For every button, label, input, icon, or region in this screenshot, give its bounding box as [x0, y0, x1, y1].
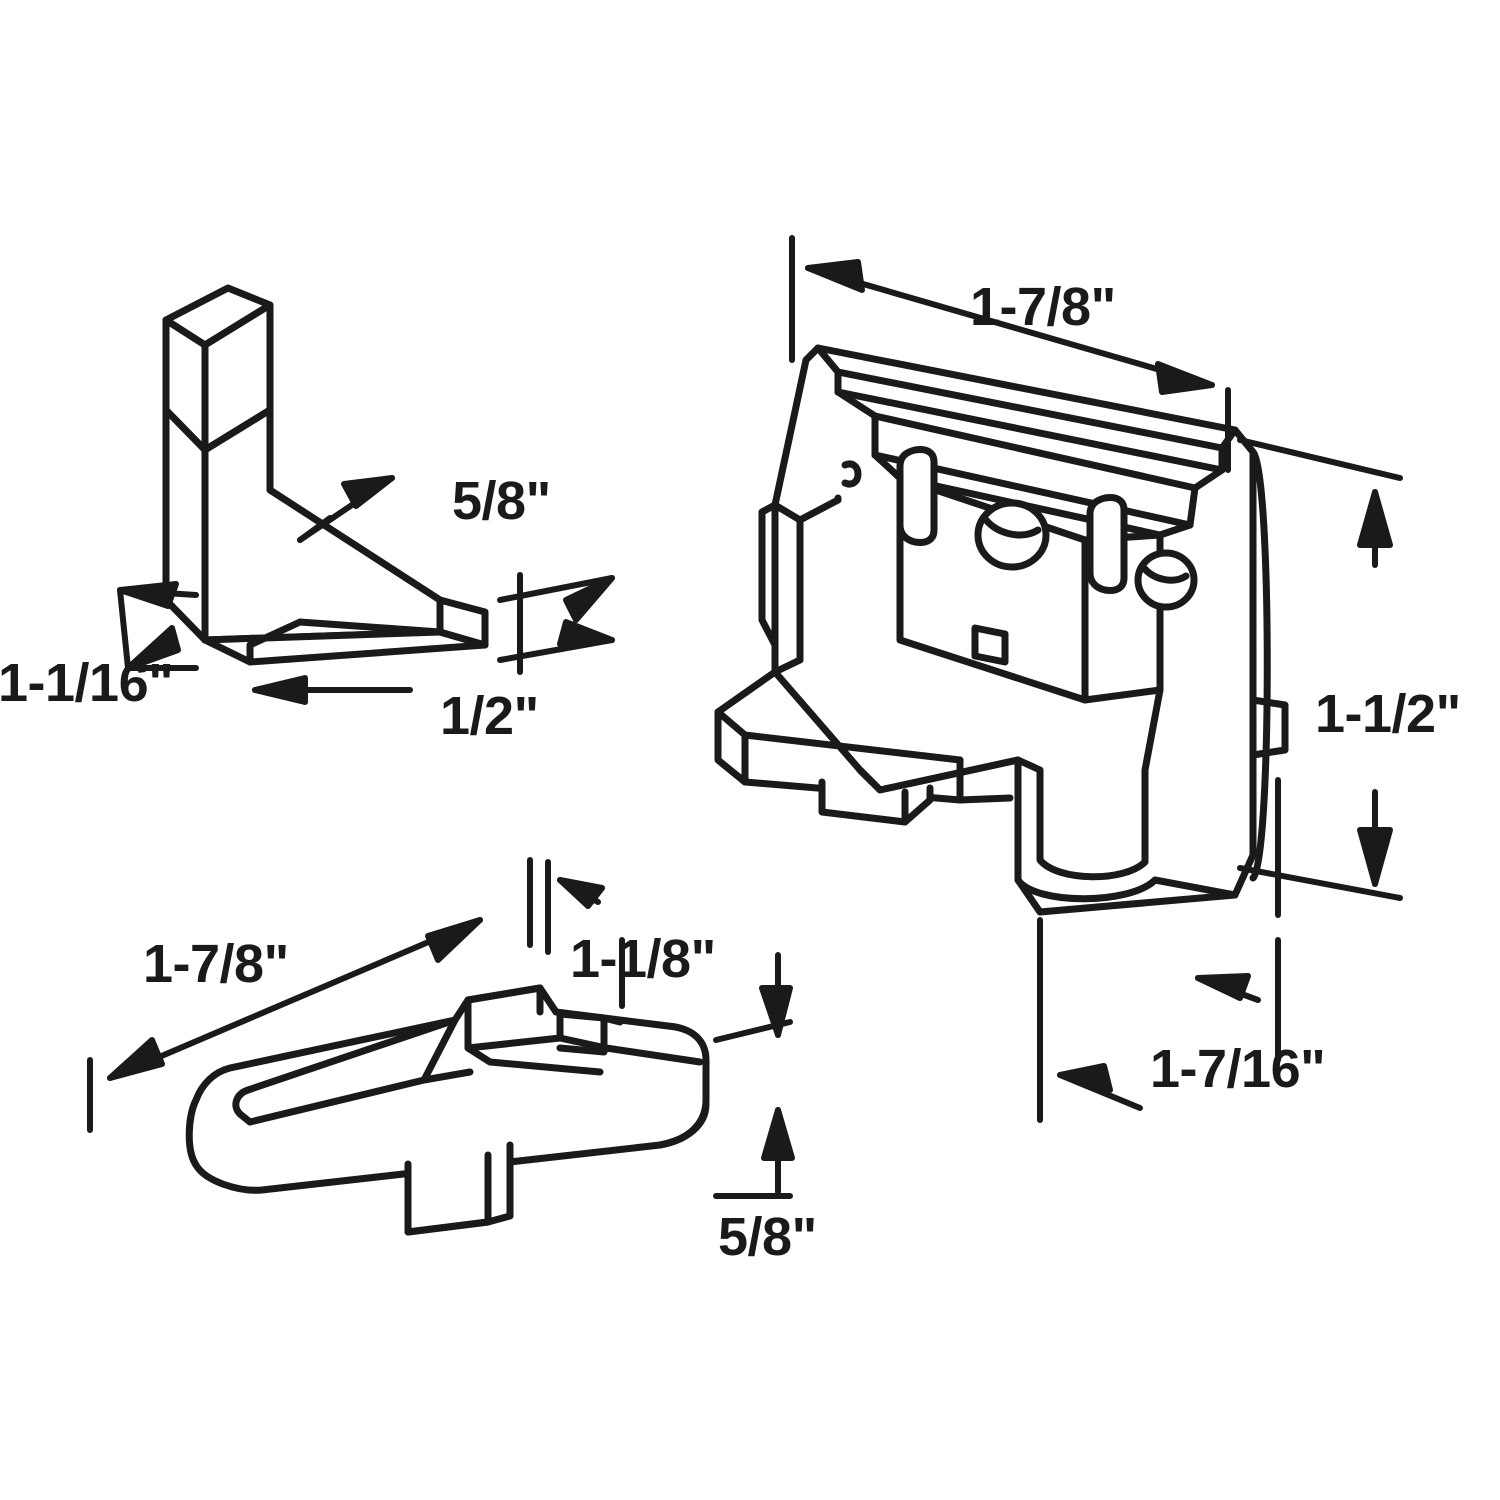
dim-label-bracket-height: 1-1/16": [0, 653, 174, 713]
dim-guide-height: [713, 952, 795, 1199]
dim-bracket-width: [252, 572, 615, 705]
dim-bracket-depth: [297, 475, 395, 543]
plastic-socket-part: [714, 344, 1289, 916]
dim-guide-length: [87, 857, 533, 1133]
dim-label-bracket-width: 1/2": [440, 686, 539, 746]
dim-bracket-height: [117, 581, 199, 671]
dim-label-socket-width: 1-7/8": [970, 277, 1116, 337]
dim-label-bracket-depth: 5/8": [452, 471, 551, 531]
metal-bracket-part: [162, 284, 489, 666]
dim-socket-width: [789, 235, 1231, 473]
dim-label-socket-height: 1-1/2": [1315, 684, 1461, 744]
dim-socket-inner-width: [1037, 777, 1281, 1123]
dim-label-guide-length: 1-7/8": [143, 934, 289, 994]
plastic-guide-part: [185, 984, 710, 1236]
dim-label-socket-inner-width: 1-7/16": [1150, 1039, 1326, 1099]
dim-label-guide-width: 1-1/8": [570, 929, 716, 989]
dim-label-guide-height: 5/8": [718, 1207, 817, 1267]
dim-socket-height: [1237, 437, 1403, 901]
dim-guide-width: [545, 859, 625, 1009]
